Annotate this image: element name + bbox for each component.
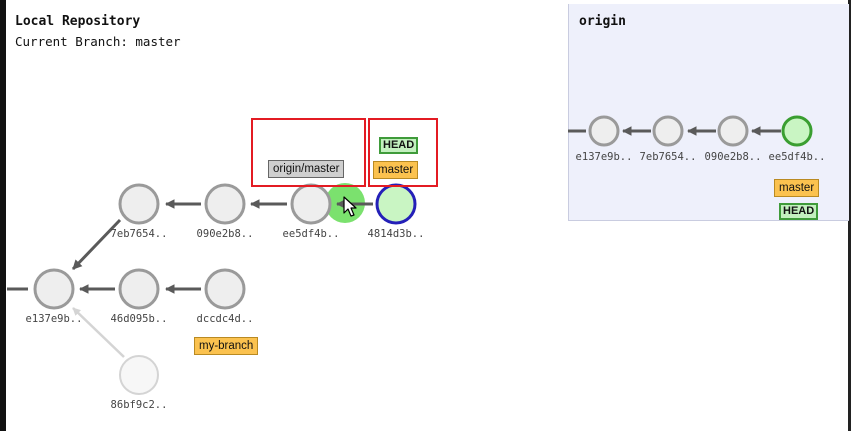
local-repo-title: Local Repository [15,14,141,29]
commit-id-label: ee5df4b.. [283,228,340,240]
commit-node-faded[interactable] [119,355,159,395]
highlight-box-origin-master [251,118,366,187]
highlight-box-head-master [368,118,438,187]
origin-commit-id-label: e137e9b.. [576,151,633,163]
origin-title: origin [579,14,626,29]
commit-node-head[interactable] [375,183,417,225]
commit-node[interactable] [204,183,246,225]
head-tag[interactable]: HEAD [379,137,419,154]
commit-id-label: 46d095b.. [111,313,168,325]
current-branch-label: Current Branch: master [15,34,181,49]
origin-commit-node[interactable] [717,115,749,147]
commit-id-label: 86bf9c2.. [111,399,168,411]
origin-commit-id-label: 090e2b8.. [705,151,762,163]
commit-node[interactable] [118,268,160,310]
origin-commit-id-label: ee5df4b.. [769,151,826,163]
cursor-arrow-icon [343,196,357,217]
origin-commit-id-label: 7eb7654.. [640,151,697,163]
commit-id-label: dccdc4d.. [197,313,254,325]
origin-commit-node[interactable] [588,115,620,147]
branch-tag-my-branch[interactable]: my-branch [194,337,259,355]
origin-branch-tag-master[interactable]: master [774,179,820,197]
branch-tag-master[interactable]: master [373,161,419,179]
commit-id-label: 090e2b8.. [197,228,254,240]
commit-node[interactable] [290,183,332,225]
origin-commit-node-head[interactable] [781,115,813,147]
commit-node[interactable] [204,268,246,310]
commit-node[interactable] [118,183,160,225]
commit-id-label: 7eb7654.. [111,228,168,240]
commit-id-label: e137e9b.. [26,313,83,325]
window-edge-right [848,0,851,431]
arrow-7eb7654-to-e137e9b [71,218,122,271]
commit-node[interactable] [33,268,75,310]
window-edge-left [0,0,6,431]
origin-commit-node[interactable] [652,115,684,147]
arrow-86bf9c2-to-e137e9b [72,307,125,358]
origin-head-tag[interactable]: HEAD [779,203,819,220]
commit-id-label: 4814d3b.. [368,228,425,240]
remote-branch-tag-origin-master[interactable]: origin/master [268,160,345,178]
